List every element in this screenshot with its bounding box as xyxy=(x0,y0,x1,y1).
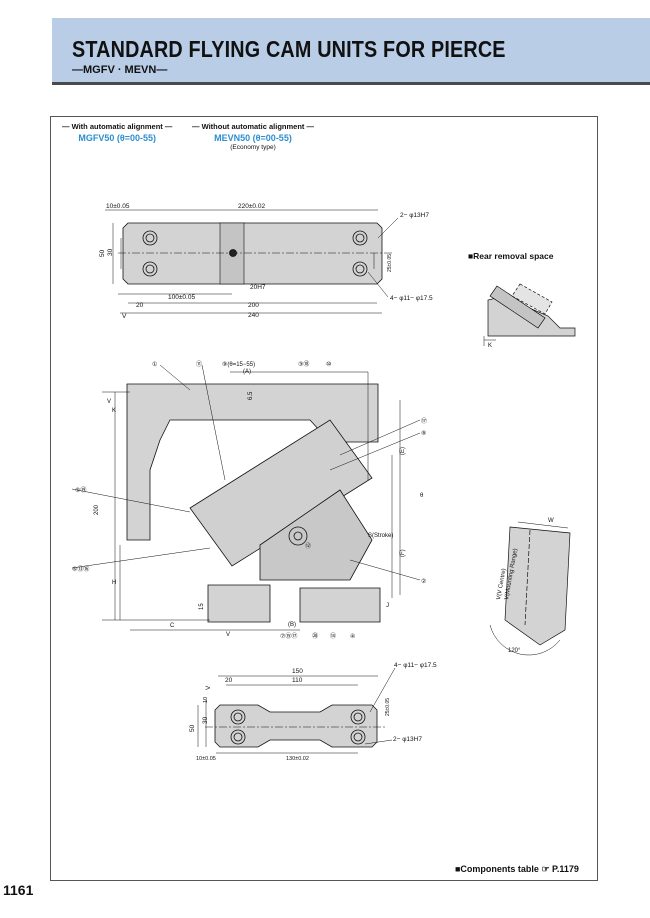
dim-label: 100±0.05 xyxy=(168,294,195,301)
dim-label: 110 xyxy=(292,677,303,684)
callout: H xyxy=(112,580,116,586)
callout: C xyxy=(170,623,175,629)
top-plate-holes xyxy=(142,230,368,277)
callout: ⑪ xyxy=(196,360,202,368)
callout: 6.5 xyxy=(248,391,254,400)
dim-label: 10±0.05 xyxy=(106,203,130,210)
dim-label: 20 xyxy=(136,302,144,309)
callout: 15 xyxy=(199,603,205,610)
dim-label: V xyxy=(122,313,127,320)
callout: V xyxy=(226,632,230,638)
callout: ⑩ xyxy=(326,361,331,368)
rear-removal-mark: K xyxy=(488,343,492,349)
header-band xyxy=(52,18,650,82)
rear-removal-label: ■Rear removal space xyxy=(468,251,554,261)
page-title: STANDARD FLYING CAM UNITS FOR PIERCE xyxy=(72,36,506,62)
cam-holder xyxy=(126,383,379,541)
callout: ① xyxy=(152,361,157,368)
dim-label: 200 xyxy=(248,302,259,309)
dim-label: 10 xyxy=(203,697,209,703)
top-plate-dims: 10±0.05 220±0.02 2− φ13H7 50 30 25±0.05 … xyxy=(99,203,433,320)
dim-label: 4− φ11− φ17.5 xyxy=(394,662,437,669)
variant-without-alignment: — Without automatic alignment — MEVN50 (… xyxy=(192,122,314,151)
dim-label: 50 xyxy=(189,724,196,732)
dim-label: 25±0.05 xyxy=(387,254,393,272)
callout: ⑳ xyxy=(312,632,318,640)
variant-code: MEVN50 (θ=00-55) xyxy=(214,133,292,143)
dim-label: 20H7 xyxy=(250,284,266,291)
variant-label: — Without automatic alignment — xyxy=(192,122,315,131)
components-table-link[interactable]: ■Components table ☞ P.1179 xyxy=(455,864,579,874)
variant-note: (Economy type) xyxy=(230,144,276,151)
cam-stopper xyxy=(299,587,381,623)
callout: ⑨(θ=15−55) xyxy=(222,361,255,368)
page-subtitle: —MGFV · MEVN— xyxy=(72,64,168,76)
dim-label: 20 xyxy=(225,677,233,684)
rear-removal-view xyxy=(483,283,576,346)
dim-label: 4− φ11− φ17.5 xyxy=(390,295,433,302)
top-plate xyxy=(122,222,383,285)
cam-base xyxy=(207,584,271,623)
callout: S(Stroke) xyxy=(368,533,393,539)
header-rule xyxy=(52,82,650,85)
bottom-plate-view xyxy=(197,667,396,754)
callout: ⑥⑬⑯ xyxy=(72,565,89,573)
callout: (A) xyxy=(243,369,251,375)
callout: J xyxy=(386,603,389,609)
page-number: 1161 xyxy=(3,882,34,898)
callout: ⑰ xyxy=(421,417,427,425)
callout: θ xyxy=(420,493,424,499)
dim-label: 2− φ13H7 xyxy=(400,212,429,219)
callout: ④ xyxy=(350,633,355,640)
cam-driver xyxy=(189,419,373,567)
callout: ⑦⑮⑰ xyxy=(280,632,297,640)
cam-slide xyxy=(259,489,373,581)
mount-label: 120° xyxy=(508,648,521,654)
dim-label: 10±0.05 xyxy=(196,756,216,762)
bottom-plate-dims: 150 4− φ11− φ17.5 20 110 V 10 30 50 25±0… xyxy=(189,662,437,762)
mount-label: V(V Centre) xyxy=(496,568,507,600)
dim-label: V xyxy=(205,685,212,690)
callout: ② xyxy=(421,578,426,585)
dim-label: 130±0.02 xyxy=(286,756,309,762)
callout: 200 xyxy=(94,504,100,515)
cam-main-view xyxy=(71,364,421,631)
top-plate-view xyxy=(105,209,399,314)
page-header: STANDARD FLYING CAM UNITS FOR PIERCE —MG… xyxy=(0,18,650,85)
dim-label: 25±0.05 xyxy=(385,698,391,716)
variant-label: — With automatic alignment — xyxy=(62,122,173,131)
dim-label: 30 xyxy=(202,716,209,724)
dim-label: 30 xyxy=(107,248,114,256)
drawing-frame xyxy=(50,116,598,881)
cam-main-callouts: ① ⑪ ⑨(θ=15−55) ③⑱ ⑩ (A) 6.5 K V (E) ⑰ ⑧ … xyxy=(72,360,427,640)
callout: (E) xyxy=(400,447,406,455)
dim-label: 2− φ13H7 xyxy=(393,736,422,743)
callout: ⑤⑲ xyxy=(75,486,86,494)
variant-code: MGFV50 (θ=00-55) xyxy=(78,133,156,143)
callout: (B) xyxy=(288,622,296,628)
variant-with-alignment: — With automatic alignment — MGFV50 (θ=0… xyxy=(62,122,172,143)
callout: V xyxy=(107,399,111,405)
dim-label: 150 xyxy=(292,668,303,675)
bottom-plate xyxy=(214,704,378,748)
callout: ③⑱ xyxy=(298,360,309,368)
callout: ⑫ xyxy=(305,542,311,550)
dim-label: 50 xyxy=(99,249,106,257)
mount-label: W xyxy=(548,518,554,524)
callout: K xyxy=(112,408,116,414)
dim-label: 220±0.02 xyxy=(238,203,265,210)
callout: ⑧ xyxy=(421,430,426,437)
callout: (F) xyxy=(400,549,406,557)
callout: ⑭ xyxy=(330,632,336,640)
dim-label: 240 xyxy=(248,312,259,319)
mount-view xyxy=(489,521,571,656)
